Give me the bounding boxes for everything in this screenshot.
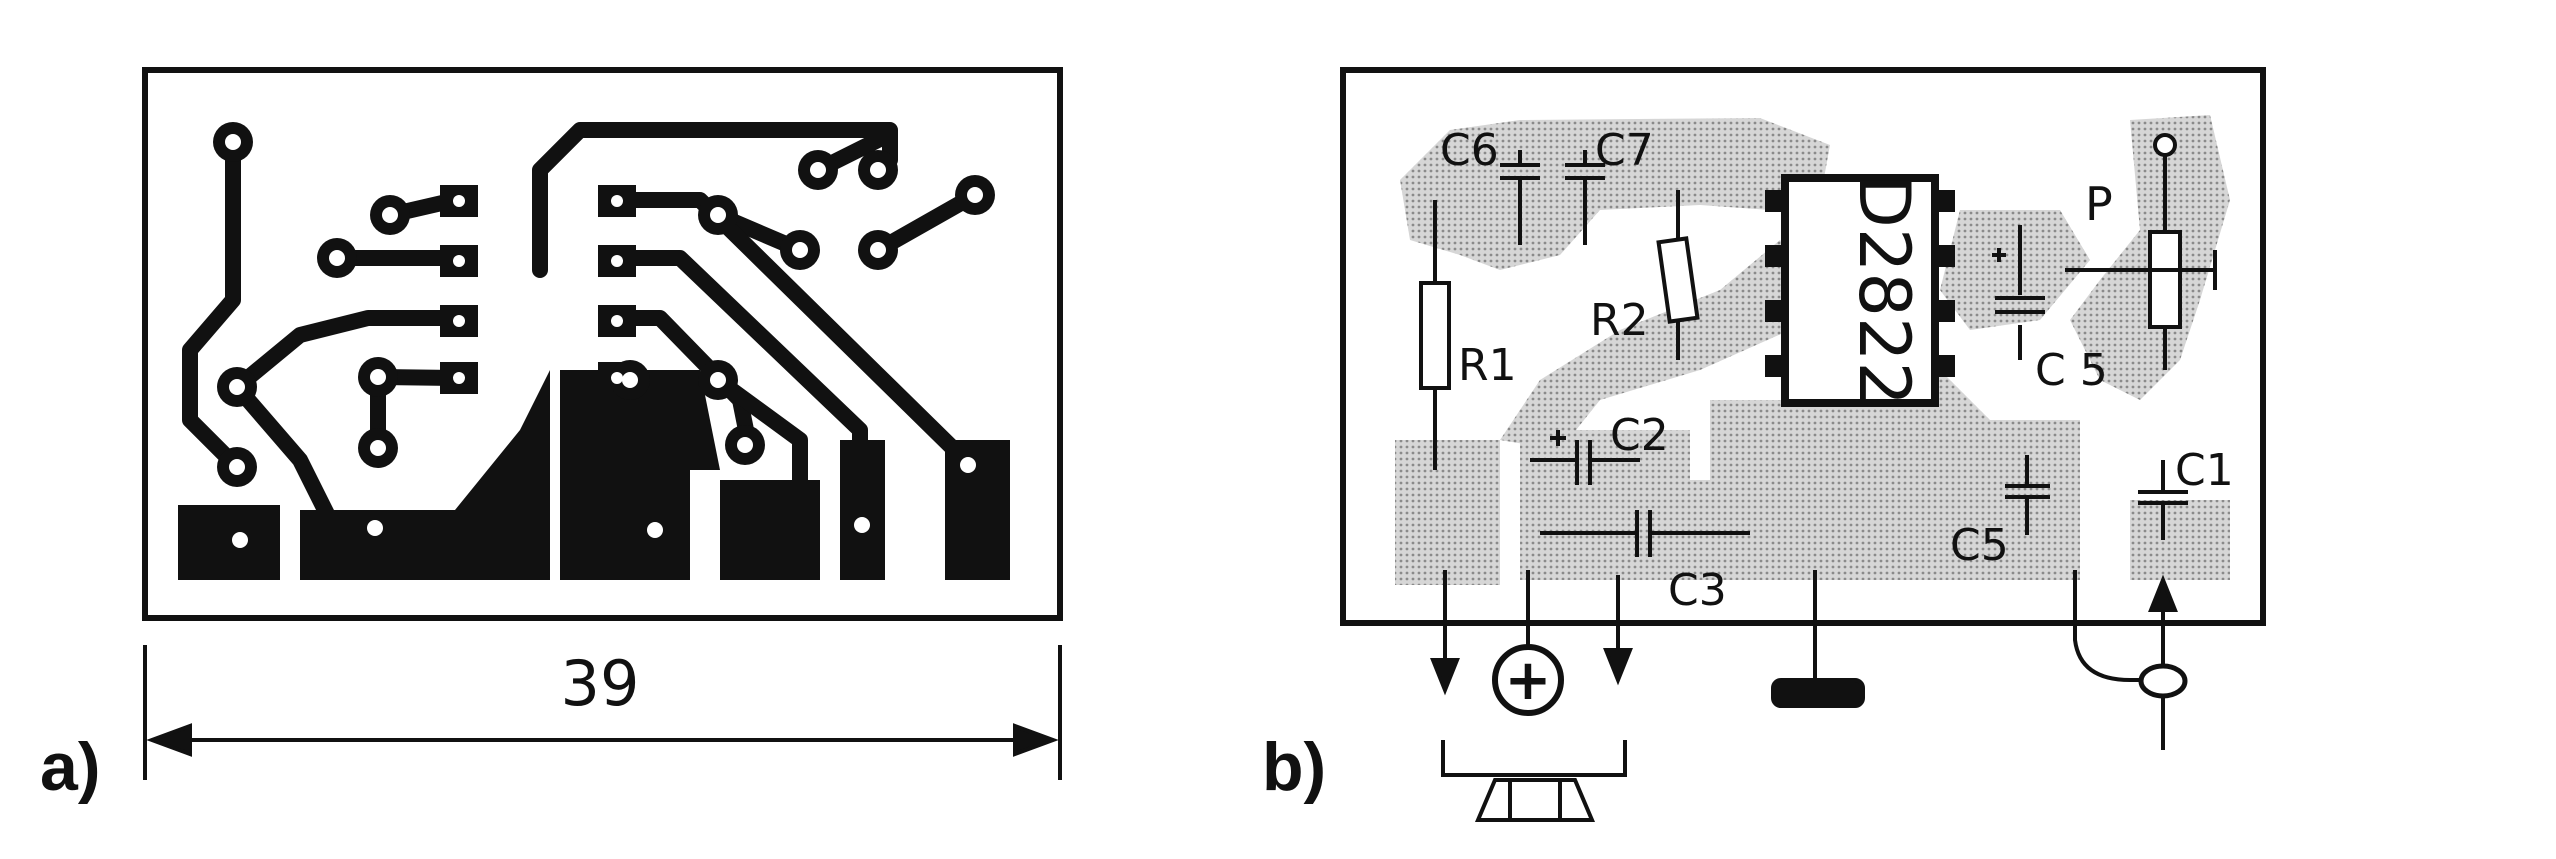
panel-a-letter: a) — [40, 729, 100, 805]
panel-a-pad-rect — [178, 505, 280, 580]
label-c3: C3 — [1668, 565, 1727, 616]
capacitor-c5-right — [1992, 225, 2045, 360]
panel-a-pad-rect — [720, 480, 820, 580]
ic-label: D2822 — [1843, 174, 1925, 406]
label-c5-bottom: C5 — [1950, 520, 2009, 571]
label-c1: C1 — [2175, 445, 2234, 496]
supply-plus-icon — [1492, 644, 1564, 716]
capacitor-c1 — [2138, 460, 2188, 540]
panel-a-copper-layout: 39 a) — [40, 67, 1063, 805]
resistor-r2 — [1656, 190, 1700, 360]
capacitor-c3 — [1540, 510, 1750, 557]
capacitor-c7 — [1565, 150, 1605, 245]
ground-loop-icon — [2138, 663, 2188, 699]
label-c2: C2 — [1610, 410, 1669, 461]
speaker-icon — [1441, 740, 1627, 822]
label-c5-right: C 5 — [2035, 345, 2108, 396]
capacitor-c5-bottom — [2005, 455, 2050, 535]
label-r1: R1 — [1458, 340, 1517, 391]
label-r2: R2 — [1590, 295, 1649, 346]
supply-plus-sign: + — [1505, 648, 1552, 713]
dimension-label: 39 — [561, 647, 640, 720]
resistor-r1 — [1419, 200, 1451, 470]
ic-d2822: D2822 — [1765, 174, 1955, 407]
label-c7: C7 — [1595, 125, 1654, 176]
label-p: P — [2085, 177, 2113, 231]
panel-a-dimension — [143, 645, 1062, 780]
panel-a-drill-holes — [225, 134, 983, 548]
panel-a-pad-rect — [945, 440, 1010, 580]
capacitor-c6 — [1500, 150, 1540, 245]
potentiometer-p — [2065, 133, 2217, 370]
panel-b-letter: b) — [1262, 729, 1326, 805]
panel-a-ground-pour — [300, 370, 550, 580]
capacitor-c2 — [1530, 430, 1640, 485]
panel-a-pour-right — [560, 370, 720, 580]
label-c6: C6 — [1440, 125, 1499, 176]
panel-b-component-layout: D2822 — [1262, 67, 2266, 822]
panel-a-pad-rect — [840, 440, 885, 580]
